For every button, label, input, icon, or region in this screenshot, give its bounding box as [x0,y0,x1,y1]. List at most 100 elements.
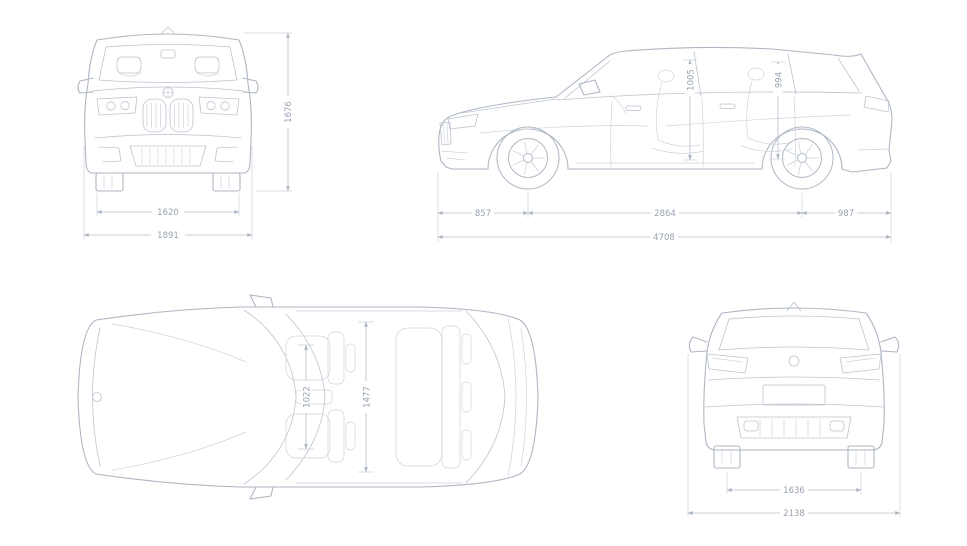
front-seat-headrest [657,69,675,83]
rear-interior-width-label: 1477 [363,386,373,408]
front-seat-cushion-left [285,335,331,381]
extension-lines [83,32,292,240]
overall-length-label: 4708 [653,233,675,243]
front-seat-back-left [327,331,345,385]
rear-diffuser [736,416,852,439]
top-body-outline [77,306,539,488]
kidney-grille [142,98,194,133]
rear-headroom-label: 994 [775,72,785,88]
roof-side-rails [295,310,463,484]
mirror-bottom [249,486,274,500]
rear-interior-width-label-group: 1477 [361,381,373,413]
side-dimensions: 1005 994 857 2864 987 4708 [437,59,892,243]
door-handle-front [625,105,642,111]
bmw-roundel-icon [162,87,174,98]
rear-body-outline [703,307,885,451]
headlight-right [198,96,240,116]
steering-hint [611,95,627,115]
rear-track-label: 1636 [783,486,805,496]
dim-label-bg [650,232,678,242]
rear-bench-back [441,325,461,469]
interior-ghost [611,67,793,154]
hatch-lines [507,317,527,477]
front-headrest-right [345,421,356,451]
tailgate-crease [707,376,881,381]
dim-label-bg [151,230,185,240]
rear-headrest-3 [461,429,472,461]
side-body-outline [438,46,893,173]
rear-dimensions: 1636 2138 [687,354,901,519]
dim-label-bg [152,207,184,217]
front-height-label-group: 1676 [283,96,294,128]
dim-label-bg [773,64,783,96]
front-bumper-seam [92,327,101,467]
side-headlight [447,113,479,130]
dim-label-bg [301,381,311,413]
bumper-crease [94,134,242,139]
front-wheel [496,126,560,190]
center-air-intake [129,145,207,167]
front-body-outline [84,33,252,174]
roof-fin-antenna-icon [786,301,802,312]
exhaust-left [743,420,759,432]
side-kidney-grille [439,121,452,146]
bmw-roundel-icon [92,392,102,402]
center-console [295,389,333,405]
front-overall-height-label: 1676 [284,101,294,123]
width-incl-mirrors-label: 2138 [783,509,805,519]
front-overhang-label: 857 [475,209,491,219]
front-wheel-left [95,172,124,192]
side-scoop-right [214,146,238,163]
front-headroom-label: 1005 [687,69,697,91]
side-mirror [578,79,601,96]
rear-wheel-left [713,445,741,469]
bumper-top-line [704,403,884,408]
front-headroom-label-group: 1005 [685,64,697,96]
rear-seat-headrest [747,67,765,81]
front-interior-width-label: 1022 [303,386,313,408]
dim-label-bg [780,508,808,518]
taillight-left [706,353,749,374]
front-overall-width-label: 1891 [157,231,179,241]
rear-headrest-2 [461,381,472,413]
mirror-left [688,336,708,353]
front-view: 1620 1891 1676 [77,26,294,241]
bumper-details [440,150,469,161]
door-handle-rear [719,103,736,109]
exhaust-right [829,420,845,432]
tire-treads [103,175,230,189]
rearview-mirror [160,49,176,59]
cowl-line [91,86,245,92]
hood-lines [111,323,247,471]
dim-label-bg [472,208,494,218]
rear-wheel-right [847,445,875,469]
rear-window [718,315,870,351]
rear-headroom-label-group: 994 [773,64,785,96]
headrest-left [116,56,142,74]
wheelbase-label: 2864 [654,209,676,219]
bmw-roundel-icon [788,355,800,367]
roof-antenna-icon [161,26,175,34]
windshield-front-edge [243,309,297,485]
headrest-right [194,56,220,74]
hood-seam [461,98,558,114]
license-plate-area [762,384,826,406]
top-view: 1022 1477 [77,294,539,500]
dim-label-bg [361,381,371,413]
dim-label-bg [685,64,695,96]
side-view: 1005 994 857 2864 987 4708 [437,46,893,243]
dim-label-bg [835,208,857,218]
taillight-right [839,353,882,374]
roof-front-edge [285,313,326,481]
extension-lines [687,354,901,517]
dim-label-bg [283,96,293,128]
beltline [557,91,863,101]
windshield-line [563,60,611,100]
rear-window-edge [465,310,506,484]
interior-seats [285,325,472,469]
front-windshield [98,44,238,83]
rear-wheel [770,126,834,190]
side-scoop-left [98,146,122,163]
front-seat [651,82,705,154]
